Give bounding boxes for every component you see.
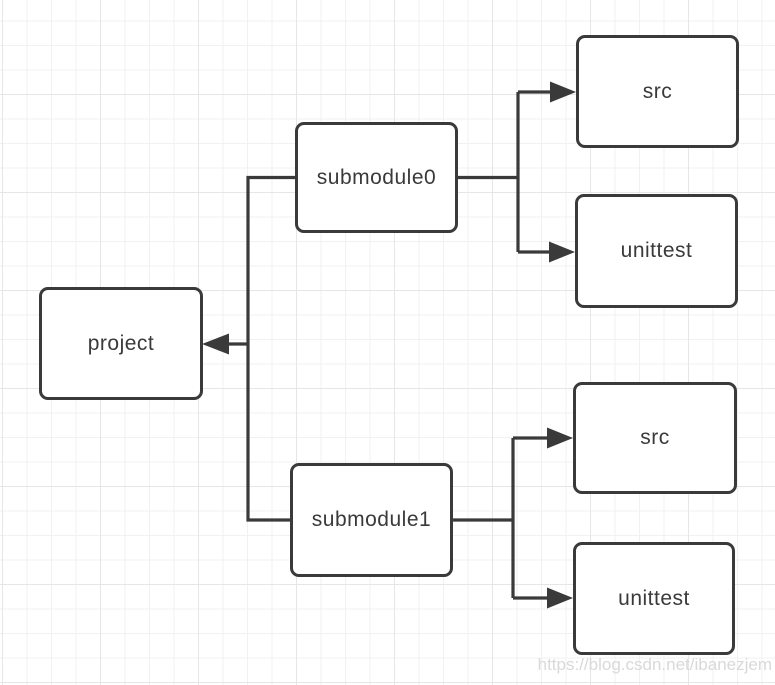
edge-submodule1-branch — [453, 436, 548, 600]
edge-submodules-to-project-trunk — [246, 175, 295, 522]
arrowhead-into-project — [202, 333, 229, 355]
node-submodule0-src-label: src — [642, 79, 673, 103]
csdn-watermark: https://blog.csdn.net/ibanezjem — [537, 655, 772, 674]
node-submodule1-unittest-label: unittest — [618, 586, 690, 610]
arrowhead-into-src-top — [550, 81, 576, 103]
node-submodule1-unittest: unittest — [573, 542, 735, 655]
node-submodule1-src-label: src — [640, 426, 670, 449]
arrowhead-into-unittest-top — [549, 241, 575, 263]
node-submodule1-src: src — [573, 382, 737, 494]
node-submodule0-unittest: unittest — [575, 194, 738, 308]
node-project: project — [39, 287, 203, 400]
node-submodule0: submodule0 — [295, 122, 458, 233]
node-project-label: project — [87, 331, 155, 355]
arrowhead-into-unittest-bottom — [547, 587, 573, 609]
node-submodule1: submodule1 — [290, 463, 453, 577]
node-submodule1-label: submodule1 — [311, 508, 432, 531]
edge-submodule0-branch — [458, 90, 551, 254]
arrowhead-into-src-bottom — [547, 427, 573, 449]
node-submodule0-label: submodule0 — [316, 165, 437, 189]
node-submodule0-unittest-label: unittest — [620, 239, 693, 262]
node-submodule0-src: src — [576, 35, 739, 148]
